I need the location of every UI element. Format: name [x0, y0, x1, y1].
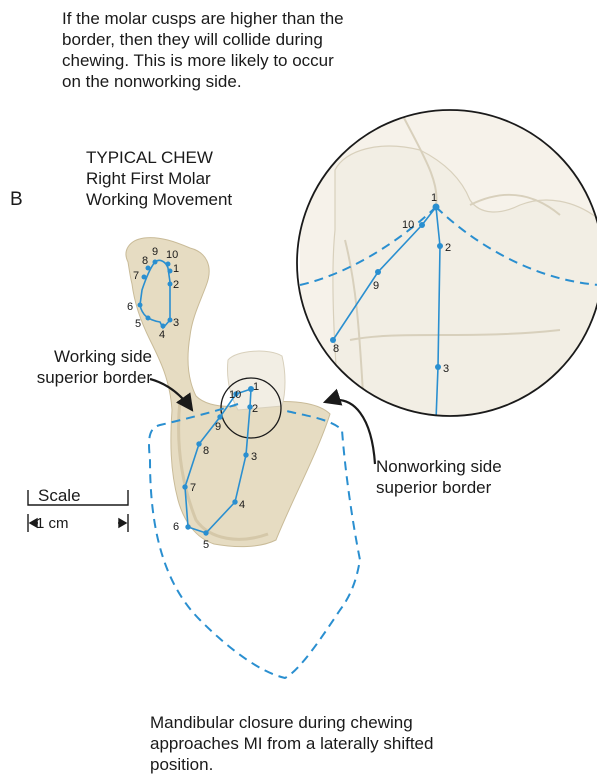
path-point-2: 2: [252, 403, 258, 415]
loop-point-8: 8: [142, 255, 148, 267]
path-point-9: 9: [215, 421, 221, 433]
loop-point-9: 9: [152, 246, 158, 258]
zoom-point-8: 8: [333, 343, 339, 355]
loop-point-2: 2: [173, 279, 179, 291]
zoom-point-10: 10: [402, 219, 414, 231]
path-point-10: 10: [229, 389, 241, 401]
loop-point-5: 5: [135, 318, 141, 330]
zoom-point-2: 2: [445, 242, 451, 254]
zoom-molar-view: 1 10 2 9 8 3: [297, 110, 597, 420]
path-point-8: 8: [203, 445, 209, 457]
loop-point-1: 1: [173, 263, 179, 275]
nonworking-side-arrow: [325, 400, 375, 464]
loop-point-4: 4: [159, 329, 165, 341]
loop-point-3: 3: [173, 317, 179, 329]
loop-point-7: 7: [133, 270, 139, 282]
loop-point-10: 10: [166, 249, 178, 261]
path-point-3: 3: [251, 451, 257, 463]
zoom-point-3: 3: [443, 363, 449, 375]
zoom-point-9: 9: [373, 280, 379, 292]
zoom-point-1: 1: [431, 192, 437, 204]
path-point-5: 5: [203, 539, 209, 551]
scale-bar: [28, 490, 128, 532]
path-point-1: 1: [253, 381, 259, 393]
path-point-4: 4: [239, 499, 245, 511]
path-point-7: 7: [190, 482, 196, 494]
path-point-6: 6: [173, 521, 179, 533]
loop-point-6: 6: [127, 301, 133, 313]
